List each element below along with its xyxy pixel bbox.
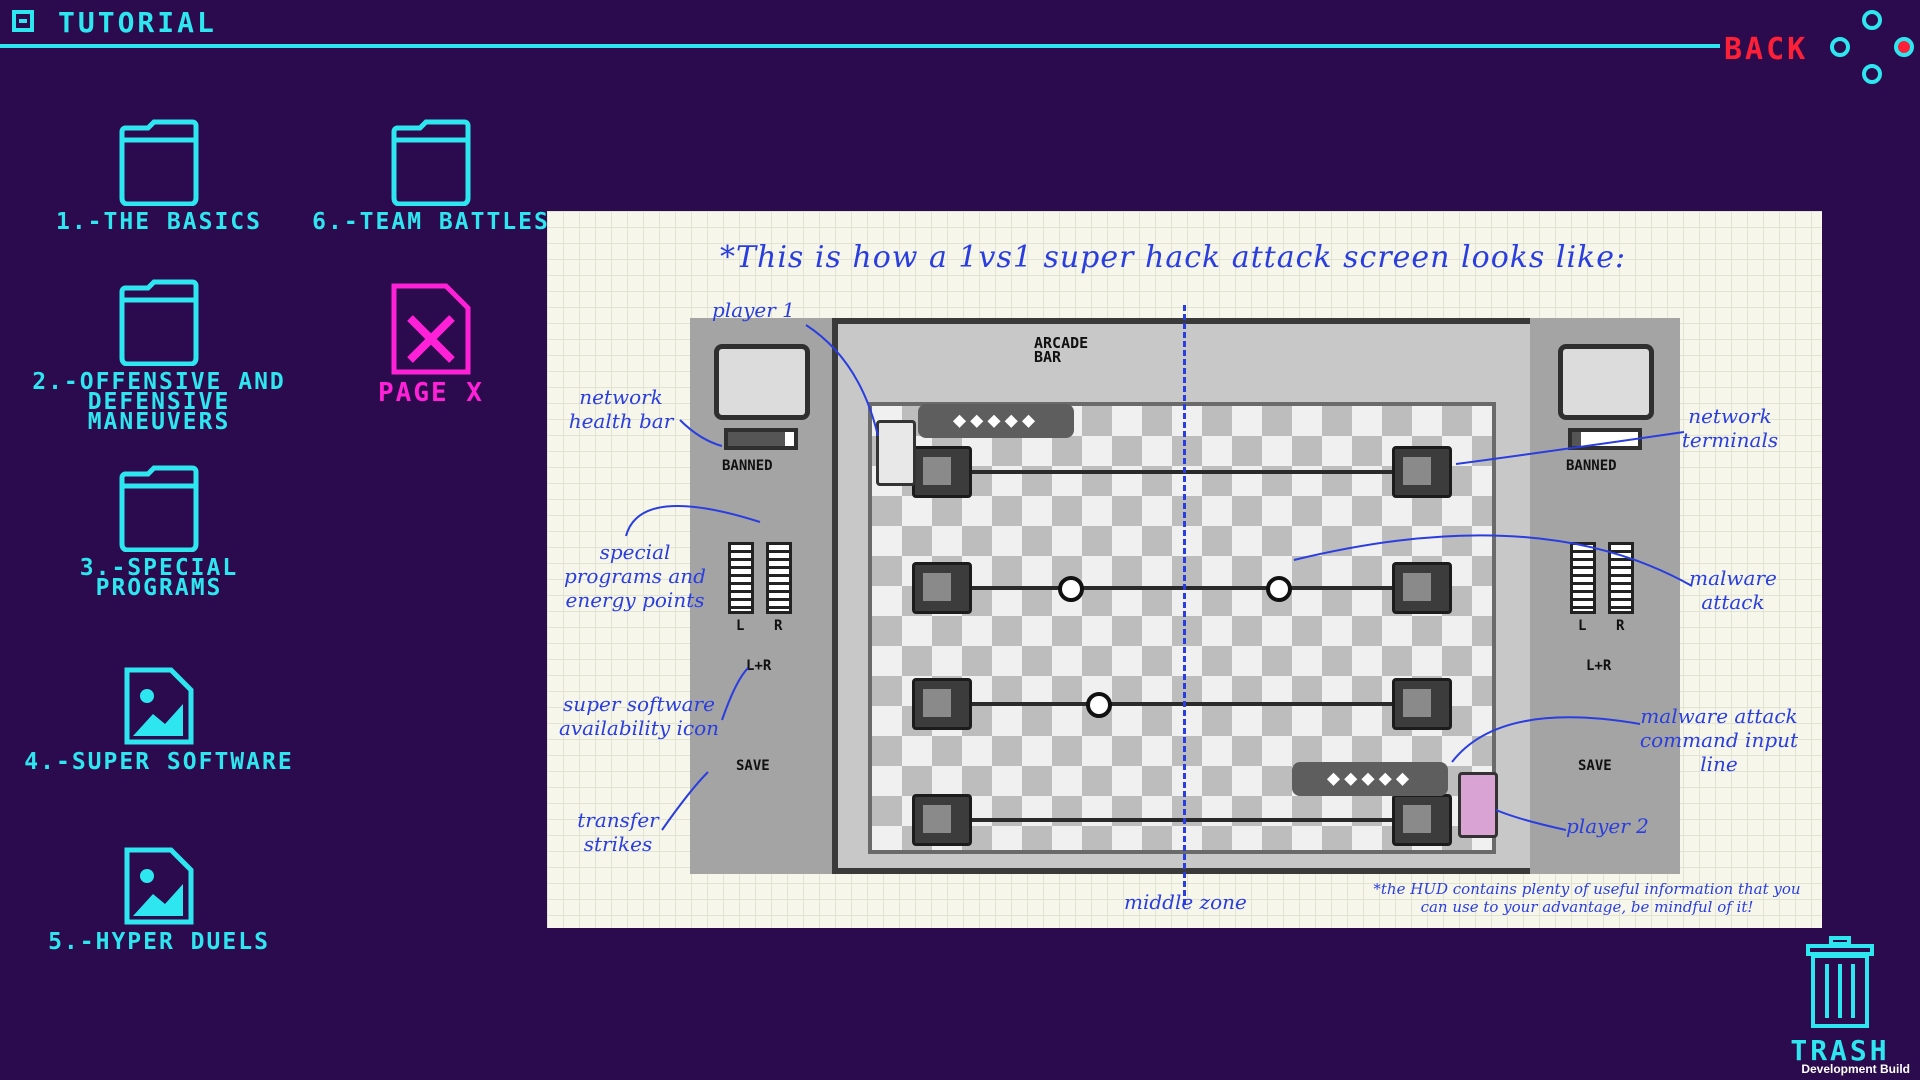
player1-portrait [714, 344, 810, 420]
player2-command-line: ◆◆◆◆◆ [1292, 762, 1448, 796]
energy-meter-r [1608, 542, 1634, 614]
player2-status: BANNED [1566, 458, 1617, 474]
folder-icon [119, 119, 199, 206]
terminal-left-1 [912, 446, 972, 498]
menu-label: 3.-SPECIAL PROGRAMS [79, 555, 239, 601]
menu-item-the-basics[interactable]: 1.-THE BASICS [24, 118, 294, 235]
energy-meter-r [766, 542, 792, 614]
trash-label: TRASH [1790, 1034, 1890, 1067]
menu-label: 2.-OFFENSIVE AND DEFENSIVE MANEUVERS [32, 369, 286, 435]
arena: ARCADE BAR ◆◆◆◆◆ ◆◆◆◆◆ [832, 318, 1538, 874]
board: ◆◆◆◆◆ [868, 402, 1496, 854]
lr-label: L+R [1586, 658, 1612, 674]
malware-packet [1086, 692, 1112, 718]
annotation-footnote: *the HUD contains plenty of useful infor… [1373, 880, 1801, 916]
hud-left: BANNED L R L+R SAVE [690, 318, 840, 874]
folder-icon [119, 279, 199, 366]
player1-status: BANNED [722, 458, 773, 474]
annotation-special-programs: special programs and energy points [564, 540, 706, 612]
player2-sprite [1458, 772, 1498, 838]
annotation-network-terminals: network terminals [1681, 404, 1779, 452]
menu-item-page-x[interactable]: PAGE X [296, 282, 566, 408]
malware-packet [1266, 576, 1292, 602]
back-button[interactable]: BACK [1724, 32, 1809, 67]
menu-icon [12, 10, 34, 32]
annotation-player1: player 1 [712, 298, 795, 322]
terminal-right-3 [1392, 678, 1452, 730]
energy-label: R [774, 618, 783, 634]
menu-label: 1.-THE BASICS [55, 209, 262, 235]
lane-3 [958, 702, 1398, 706]
menu-item-maneuvers[interactable]: 2.-OFFENSIVE AND DEFENSIVE MANEUVERS [24, 278, 294, 435]
folder-icon [391, 119, 471, 206]
terminal-left-4 [912, 794, 972, 846]
energy-label: L [736, 618, 745, 634]
game-screen: BANNED L R L+R SAVE ARCADE BAR ◆◆◆◆◆ [690, 318, 1680, 874]
annotation-health-bar: network health bar [568, 385, 674, 433]
terminal-left-3 [912, 678, 972, 730]
menu-item-super-software[interactable]: 4.-SUPER SOFTWARE [24, 666, 294, 775]
development-build-label: Development Build [1801, 1062, 1910, 1076]
player1-sprite [876, 420, 916, 486]
save-label: SAVE [736, 758, 770, 774]
trash-button[interactable]: TRASH [1780, 936, 1900, 1067]
arcade-bar-sign: ARCADE BAR [1034, 334, 1089, 366]
middle-zone-line [1183, 305, 1186, 905]
terminal-left-2 [912, 562, 972, 614]
panel-title: *This is how a 1vs1 super hack attack sc… [720, 240, 1627, 275]
menu-label: 6.-TEAM BATTLES [312, 209, 550, 235]
annotation-middle-zone: middle zone [1124, 890, 1247, 914]
player1-health-bar [724, 428, 798, 450]
energy-meter-l [728, 542, 754, 614]
image-icon [124, 847, 194, 925]
dpad-icon [1830, 10, 1914, 84]
energy-label: R [1616, 618, 1625, 634]
missing-file-icon [391, 283, 471, 375]
menu-item-hyper-duels[interactable]: 5.-HYPER DUELS [24, 846, 294, 955]
header-divider [0, 44, 1720, 48]
page-title: TUTORIAL [58, 6, 217, 39]
annotation-player2: player 2 [1566, 814, 1649, 838]
energy-label: L [1578, 618, 1587, 634]
player1-command-line: ◆◆◆◆◆ [918, 404, 1074, 438]
malware-packet [1058, 576, 1084, 602]
menu-item-special-programs[interactable]: 3.-SPECIAL PROGRAMS [24, 464, 294, 601]
lane-4 [958, 818, 1398, 822]
player2-portrait [1558, 344, 1654, 420]
annotation-command-line: malware attack command input line [1639, 704, 1799, 776]
menu-item-team-battles[interactable]: 6.-TEAM BATTLES [296, 118, 566, 235]
lr-label: L+R [746, 658, 772, 674]
lane-2 [958, 586, 1398, 590]
terminal-right-1 [1392, 446, 1452, 498]
menu-label: 5.-HYPER DUELS [48, 929, 270, 955]
annotation-super-software: super software availability icon [558, 692, 720, 740]
terminal-right-2 [1392, 562, 1452, 614]
save-label: SAVE [1578, 758, 1612, 774]
image-icon [124, 667, 194, 745]
menu-label: PAGE X [378, 378, 484, 408]
hud-right: BANNED L R L+R SAVE [1530, 318, 1680, 874]
energy-meter-l [1570, 542, 1596, 614]
folder-icon [119, 465, 199, 552]
menu-label: 4.-SUPER SOFTWARE [24, 749, 294, 775]
annotation-transfer-strikes: transfer strikes [577, 808, 659, 856]
terminal-right-4 [1392, 794, 1452, 846]
trash-icon [1806, 936, 1874, 1028]
lane-1 [958, 470, 1398, 474]
annotation-malware-attack: malware attack [1689, 566, 1777, 614]
